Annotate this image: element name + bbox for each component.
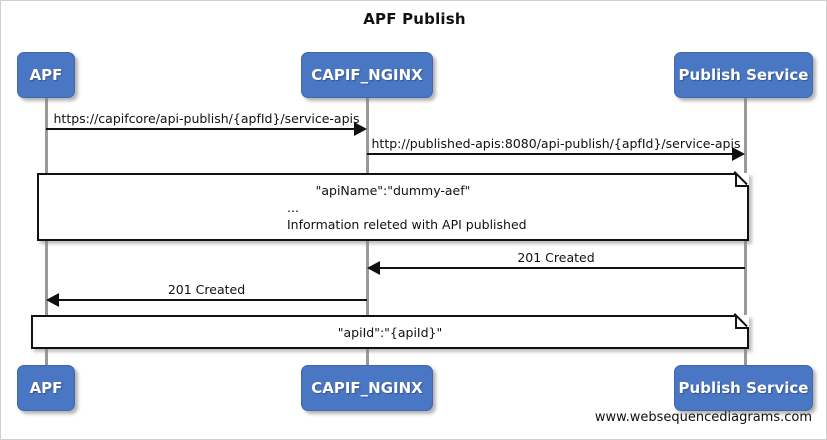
message-line-2 [367, 153, 732, 155]
message-label-3: 201 Created [517, 250, 595, 265]
note-fold-icon [735, 173, 749, 187]
message-line-1 [46, 128, 354, 130]
message-label-2: http://published-apis:8080/api-publish/{… [371, 136, 741, 151]
actor-label: Publish Service [678, 66, 809, 84]
note-line: "apiName":"dummy-aef" [315, 182, 471, 198]
actor-label: APF [29, 66, 63, 84]
note-response-payload: "apiId":"{apiId}" [31, 315, 749, 349]
message-line-3 [380, 267, 745, 269]
note-line: ... [287, 199, 299, 215]
actor-capif-nginx-top[interactable]: CAPIF_NGINX [301, 52, 433, 98]
actor-label: CAPIF_NGINX [311, 379, 423, 397]
note-line: "apiId":"{apiId}" [337, 324, 443, 340]
actor-label: APF [29, 379, 63, 397]
arrowhead-left-icon-4 [46, 293, 59, 307]
message-label-1: https://capifcore/api-publish/{apfId}/se… [53, 111, 360, 126]
note-request-payload: "apiName":"dummy-aef" ... Information re… [37, 173, 749, 241]
note-fold-icon [735, 315, 749, 329]
actor-apf-top[interactable]: APF [17, 52, 75, 98]
footer-watermark: www.websequencediagrams.com [594, 410, 812, 425]
actor-publish-service-bottom[interactable]: Publish Service [674, 365, 813, 411]
actor-publish-service-top[interactable]: Publish Service [674, 52, 813, 98]
note-line: Information releted with API published [287, 216, 527, 232]
actor-label: Publish Service [678, 379, 809, 397]
actor-capif-nginx-bottom[interactable]: CAPIF_NGINX [301, 365, 433, 411]
actor-label: CAPIF_NGINX [311, 66, 423, 84]
actor-apf-bottom[interactable]: APF [17, 365, 75, 411]
arrowhead-right-icon-2 [732, 147, 745, 161]
message-line-4 [59, 299, 367, 301]
arrowhead-left-icon-3 [367, 261, 380, 275]
arrowhead-right-icon-1 [354, 122, 367, 136]
message-label-4: 201 Created [167, 282, 246, 297]
page-title: APF Publish [363, 10, 466, 28]
